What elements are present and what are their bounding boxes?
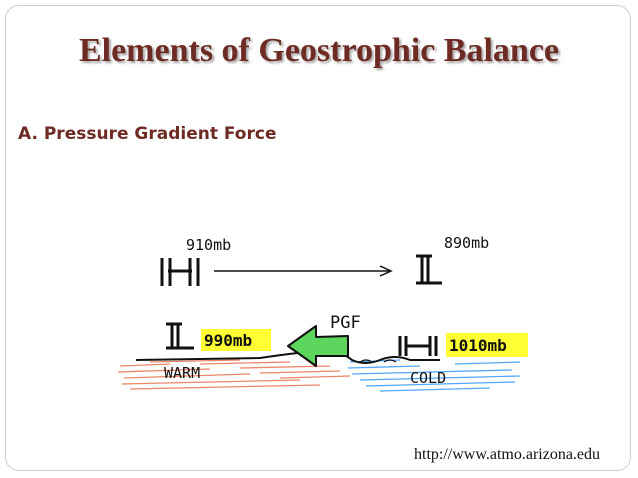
pgf-arrow [287,325,349,367]
bottom-low-highlight [201,329,271,351]
top-high-symbol [160,258,200,286]
warm-label: WARM [164,364,200,382]
top-low-pressure-label: 890mb [444,234,489,252]
source-url: http://www.atmo.arizona.edu [414,446,601,463]
top-low-symbol [416,254,442,285]
warm-air-shading [117,359,351,390]
top-high-pressure-label: 910mb [186,236,231,254]
slide-frame [5,5,631,471]
bottom-low-symbol [166,322,194,350]
bottom-high-highlight [446,333,528,357]
bottom-high-pressure-label: 1010mb [449,336,507,355]
pgf-label: PGF [330,313,361,333]
cold-label: COLD [410,369,446,387]
section-heading: A. Pressure Gradient Force [18,124,277,144]
bottom-low-pressure-label: 990mb [204,331,252,350]
top-isobar-arrow [214,265,393,277]
bottom-high-symbol [398,336,438,356]
slide-title: Elements of Geostrophic Balance [78,32,560,69]
